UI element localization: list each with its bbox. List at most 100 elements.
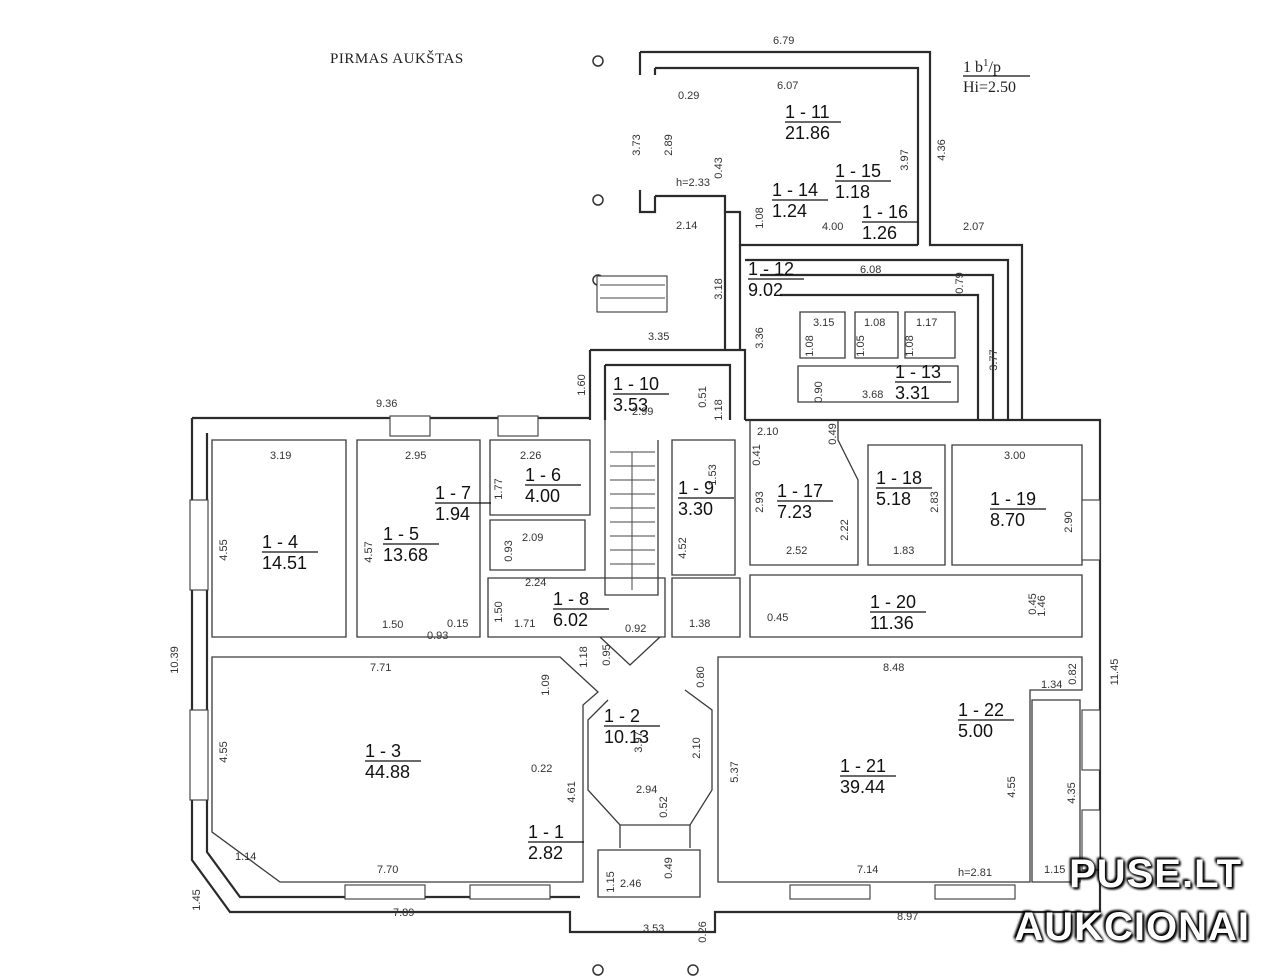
room-area: 7.23	[777, 502, 812, 522]
dimension-label: 3.35	[648, 331, 669, 343]
room-area: 14.51	[262, 553, 307, 573]
dimension-label: 3.97	[633, 731, 645, 752]
dimension-label: 8.97	[897, 911, 918, 923]
room-id: 1 - 20	[870, 592, 916, 612]
room-id: 1 - 21	[840, 756, 886, 776]
dimension-label: 0.93	[503, 540, 515, 561]
dimension-label: 3.00	[1004, 450, 1025, 462]
dimension-label: 1.38	[689, 618, 710, 630]
dimension-label: 6.08	[860, 264, 881, 276]
dimension-label: 3.15	[813, 317, 834, 329]
dimension-label: 1.08	[754, 207, 766, 228]
dimension-label: 1.08	[804, 335, 816, 356]
dimension-label: 5.37	[729, 761, 741, 782]
room-id: 1 - 3	[365, 741, 401, 761]
room-label: 1 - 198.70	[990, 489, 1046, 530]
dimension-label: 0.93	[427, 630, 448, 642]
room-area: 10.13	[604, 727, 649, 747]
dimension-label: 3.36	[754, 327, 766, 348]
dimension-label: 0.15	[447, 618, 468, 630]
dimension-label: 2.93	[754, 491, 766, 512]
dimension-label: 1.08	[904, 335, 916, 356]
dimension-label: 2.52	[786, 545, 807, 557]
dimension-label: 0.22	[531, 763, 552, 775]
dimension-label: 7.14	[857, 864, 878, 876]
dimension-label: 2.99	[632, 406, 653, 418]
room-id: 1 - 10	[613, 374, 659, 394]
room-area: 5.18	[876, 489, 911, 509]
room-area: 3.31	[895, 383, 930, 403]
room-area: 13.68	[383, 545, 428, 565]
staircase	[600, 284, 665, 590]
room-label: 1 - 12.82	[528, 822, 584, 863]
dimension-label: 0.80	[695, 666, 707, 687]
dimension-label: 2.24	[525, 577, 546, 589]
dimension-label: 2.83	[929, 491, 941, 512]
room-id: 1 - 8	[553, 589, 589, 609]
dimension-label: 1.46	[1036, 595, 1048, 616]
dimension-label: 1.18	[578, 646, 590, 667]
walls	[190, 50, 1102, 934]
room-id: 1 - 2	[604, 706, 640, 726]
dimension-label: 0.92	[625, 623, 646, 635]
room-label: 1 - 177.23	[777, 481, 833, 522]
dimension-label: 1.77	[493, 478, 505, 499]
corner-note-sup: 1	[983, 57, 989, 69]
dimension-label: h=2.81	[958, 867, 992, 879]
dimension-label: 1.50	[382, 619, 403, 631]
dimension-label: 0.41	[751, 444, 763, 465]
dimension-label: 2.10	[757, 426, 778, 438]
room-id: 1 - 4	[262, 532, 298, 552]
room-id: 1 - 14	[772, 180, 818, 200]
dimension-label: 2.89	[663, 134, 675, 155]
room-area: 6.02	[553, 610, 588, 630]
dimension-label: 2.10	[691, 737, 703, 758]
room-label: 1 - 513.68	[383, 524, 439, 565]
windows	[189, 275, 1101, 900]
room-area: 3.53	[613, 395, 648, 415]
dimension-label: 1.17	[916, 317, 937, 329]
dimension-label: 3.53	[643, 923, 664, 935]
dimension-label: 2.26	[520, 450, 541, 462]
room-label: 1 - 141.24	[772, 180, 828, 221]
room-id: 1 - 15	[835, 161, 881, 181]
dimension-label: 2.14	[676, 220, 697, 232]
dimension-label: 1.53	[707, 464, 719, 485]
room-area: 21.86	[785, 123, 830, 143]
room-label: 1 - 129.02	[748, 259, 804, 300]
dimension-label: 3.68	[862, 389, 883, 401]
room-id: 1 - 13	[895, 362, 941, 382]
dimension-label: 4.36	[936, 139, 948, 160]
room-id: 1 - 17	[777, 481, 823, 501]
room-area: 9.02	[748, 280, 783, 300]
room-id: 1 - 18	[876, 468, 922, 488]
room-label: 1 - 151.18	[835, 161, 891, 202]
dimension-label: 1.14	[235, 851, 256, 863]
room-area: 1.18	[835, 182, 870, 202]
room-id: 1 - 22	[958, 700, 1004, 720]
dimension-label: 0.29	[678, 90, 699, 102]
room-area: 1.26	[862, 223, 897, 243]
room-id: 1 - 6	[525, 465, 561, 485]
dimension-label: 1.45	[191, 889, 203, 910]
dimension-label: 3.18	[713, 278, 725, 299]
dimension-label: 2.22	[839, 519, 851, 540]
room-labels: 1 - 12.821 - 210.131 - 344.881 - 414.511…	[262, 102, 1046, 863]
dimension-label: 6.07	[777, 80, 798, 92]
dimension-label: 1.18	[713, 399, 725, 420]
dimension-label: 1.83	[893, 545, 914, 557]
room-area: 11.36	[870, 613, 914, 633]
dimension-label: h=2.33	[676, 177, 710, 189]
room-area: 5.00	[958, 721, 993, 741]
corner-note-b: 1 b	[963, 59, 983, 76]
dimension-label: 3.73	[631, 134, 643, 155]
dimension-label: 1.15	[1044, 864, 1065, 876]
dimension-label: 1.34	[1041, 679, 1062, 691]
dimension-label: 3.77	[988, 349, 1000, 370]
room-label: 1 - 86.02	[553, 589, 609, 630]
dimension-label: 0.51	[697, 386, 709, 407]
room-area: 4.00	[525, 486, 560, 506]
